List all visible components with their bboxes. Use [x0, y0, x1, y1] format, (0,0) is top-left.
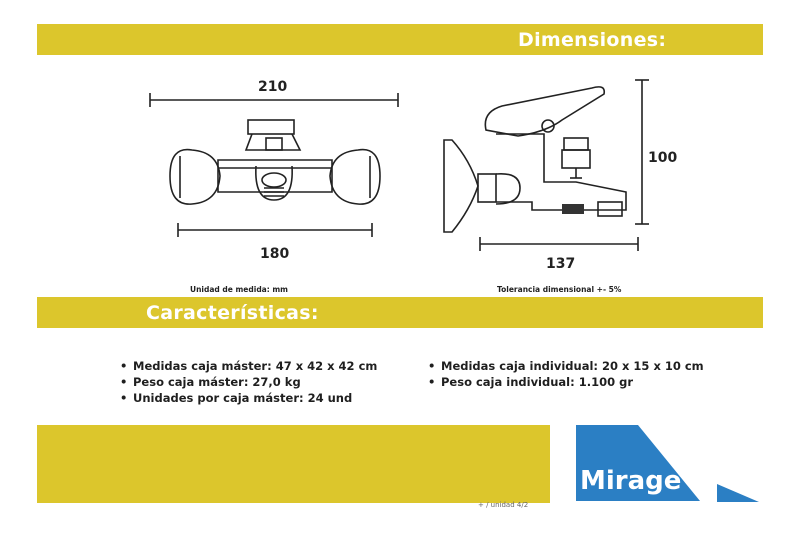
spec-text: Unidades por caja máster: 24 und — [133, 391, 353, 405]
bullet-icon: • — [428, 375, 436, 389]
front-width-top-label: 210 — [258, 79, 288, 95]
spec-text: Medidas caja máster: 47 x 42 x 42 cm — [133, 359, 378, 373]
bullet-icon: • — [428, 359, 436, 373]
brand-logo: Mirage — [580, 466, 682, 496]
features-title: Características: — [146, 302, 319, 324]
list-item: • Medidas caja individual: 20 x 15 x 10 c… — [428, 358, 704, 374]
side-view-drawing — [443, 79, 649, 251]
spec-text: Peso caja individual: 1.100 gr — [441, 375, 634, 389]
unit-note: Unidad de medida: mm — [190, 285, 288, 294]
spec-text: Peso caja máster: 27,0 kg — [133, 375, 301, 389]
side-height-label: 100 — [648, 150, 678, 166]
dimensions-title: Dimensiones: — [518, 29, 667, 51]
specs-left-list: • Medidas caja máster: 47 x 42 x 42 cm • P… — [120, 358, 377, 406]
specs-right-list: • Medidas caja individual: 20 x 15 x 10 c… — [428, 358, 704, 390]
list-item: • Medidas caja máster: 47 x 42 x 42 cm — [120, 358, 377, 374]
partial-footer-text: + / unidad 4/2 — [478, 501, 529, 509]
side-depth-label: 137 — [546, 256, 576, 272]
spec-text: Medidas caja individual: 20 x 15 x 10 cm — [441, 359, 704, 373]
footer-band — [37, 425, 550, 503]
features-header-band — [37, 297, 763, 328]
list-item: • Unidades por caja máster: 24 und — [120, 390, 377, 406]
brand-logo-triangle — [717, 484, 759, 502]
front-width-bottom-label: 180 — [260, 246, 290, 262]
list-item: • Peso caja máster: 27,0 kg — [120, 374, 377, 390]
front-view-drawing — [149, 93, 399, 237]
dimensions-header-band — [37, 24, 763, 55]
list-item: • Peso caja individual: 1.100 gr — [428, 374, 704, 390]
bullet-icon: • — [120, 359, 128, 373]
bullet-icon: • — [120, 375, 128, 389]
bullet-icon: • — [120, 391, 128, 405]
tolerance-note: Tolerancia dimensional +- 5% — [497, 285, 622, 294]
